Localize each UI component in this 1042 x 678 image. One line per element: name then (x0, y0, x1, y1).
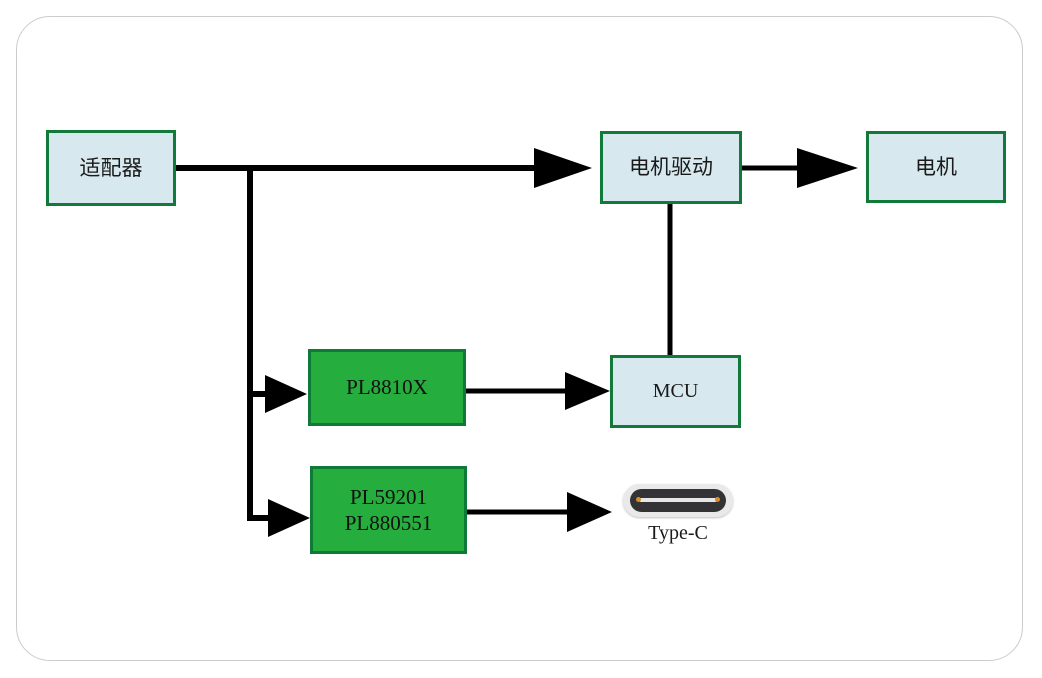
node-adapter[interactable]: 适配器 (46, 130, 176, 206)
typec-label: Type-C (648, 522, 708, 544)
usb-c-port-tongue (639, 498, 717, 502)
node-motor[interactable]: 电机 (866, 131, 1006, 203)
node-pl8810x[interactable]: PL8810X (308, 349, 466, 426)
node-adapter-label: 适配器 (79, 155, 143, 180)
node-pl8810x-label: PL8810X (346, 375, 428, 400)
node-pl59201-label: PL59201 PL880551 (344, 484, 433, 535)
usb-c-port-icon (623, 484, 733, 517)
node-motor-driver[interactable]: 电机驱动 (600, 131, 742, 204)
usb-c-pin-right (715, 497, 720, 502)
node-mcu-label: MCU (652, 380, 699, 402)
usb-c-pin-left (636, 497, 641, 502)
node-motor-driver-label: 电机驱动 (629, 155, 713, 180)
node-motor-label: 电机 (915, 154, 957, 179)
node-mcu[interactable]: MCU (610, 355, 741, 428)
diagram-frame (16, 16, 1023, 661)
typec-connector[interactable]: Type-C (623, 484, 733, 548)
node-pl59201[interactable]: PL59201 PL880551 (310, 466, 467, 554)
